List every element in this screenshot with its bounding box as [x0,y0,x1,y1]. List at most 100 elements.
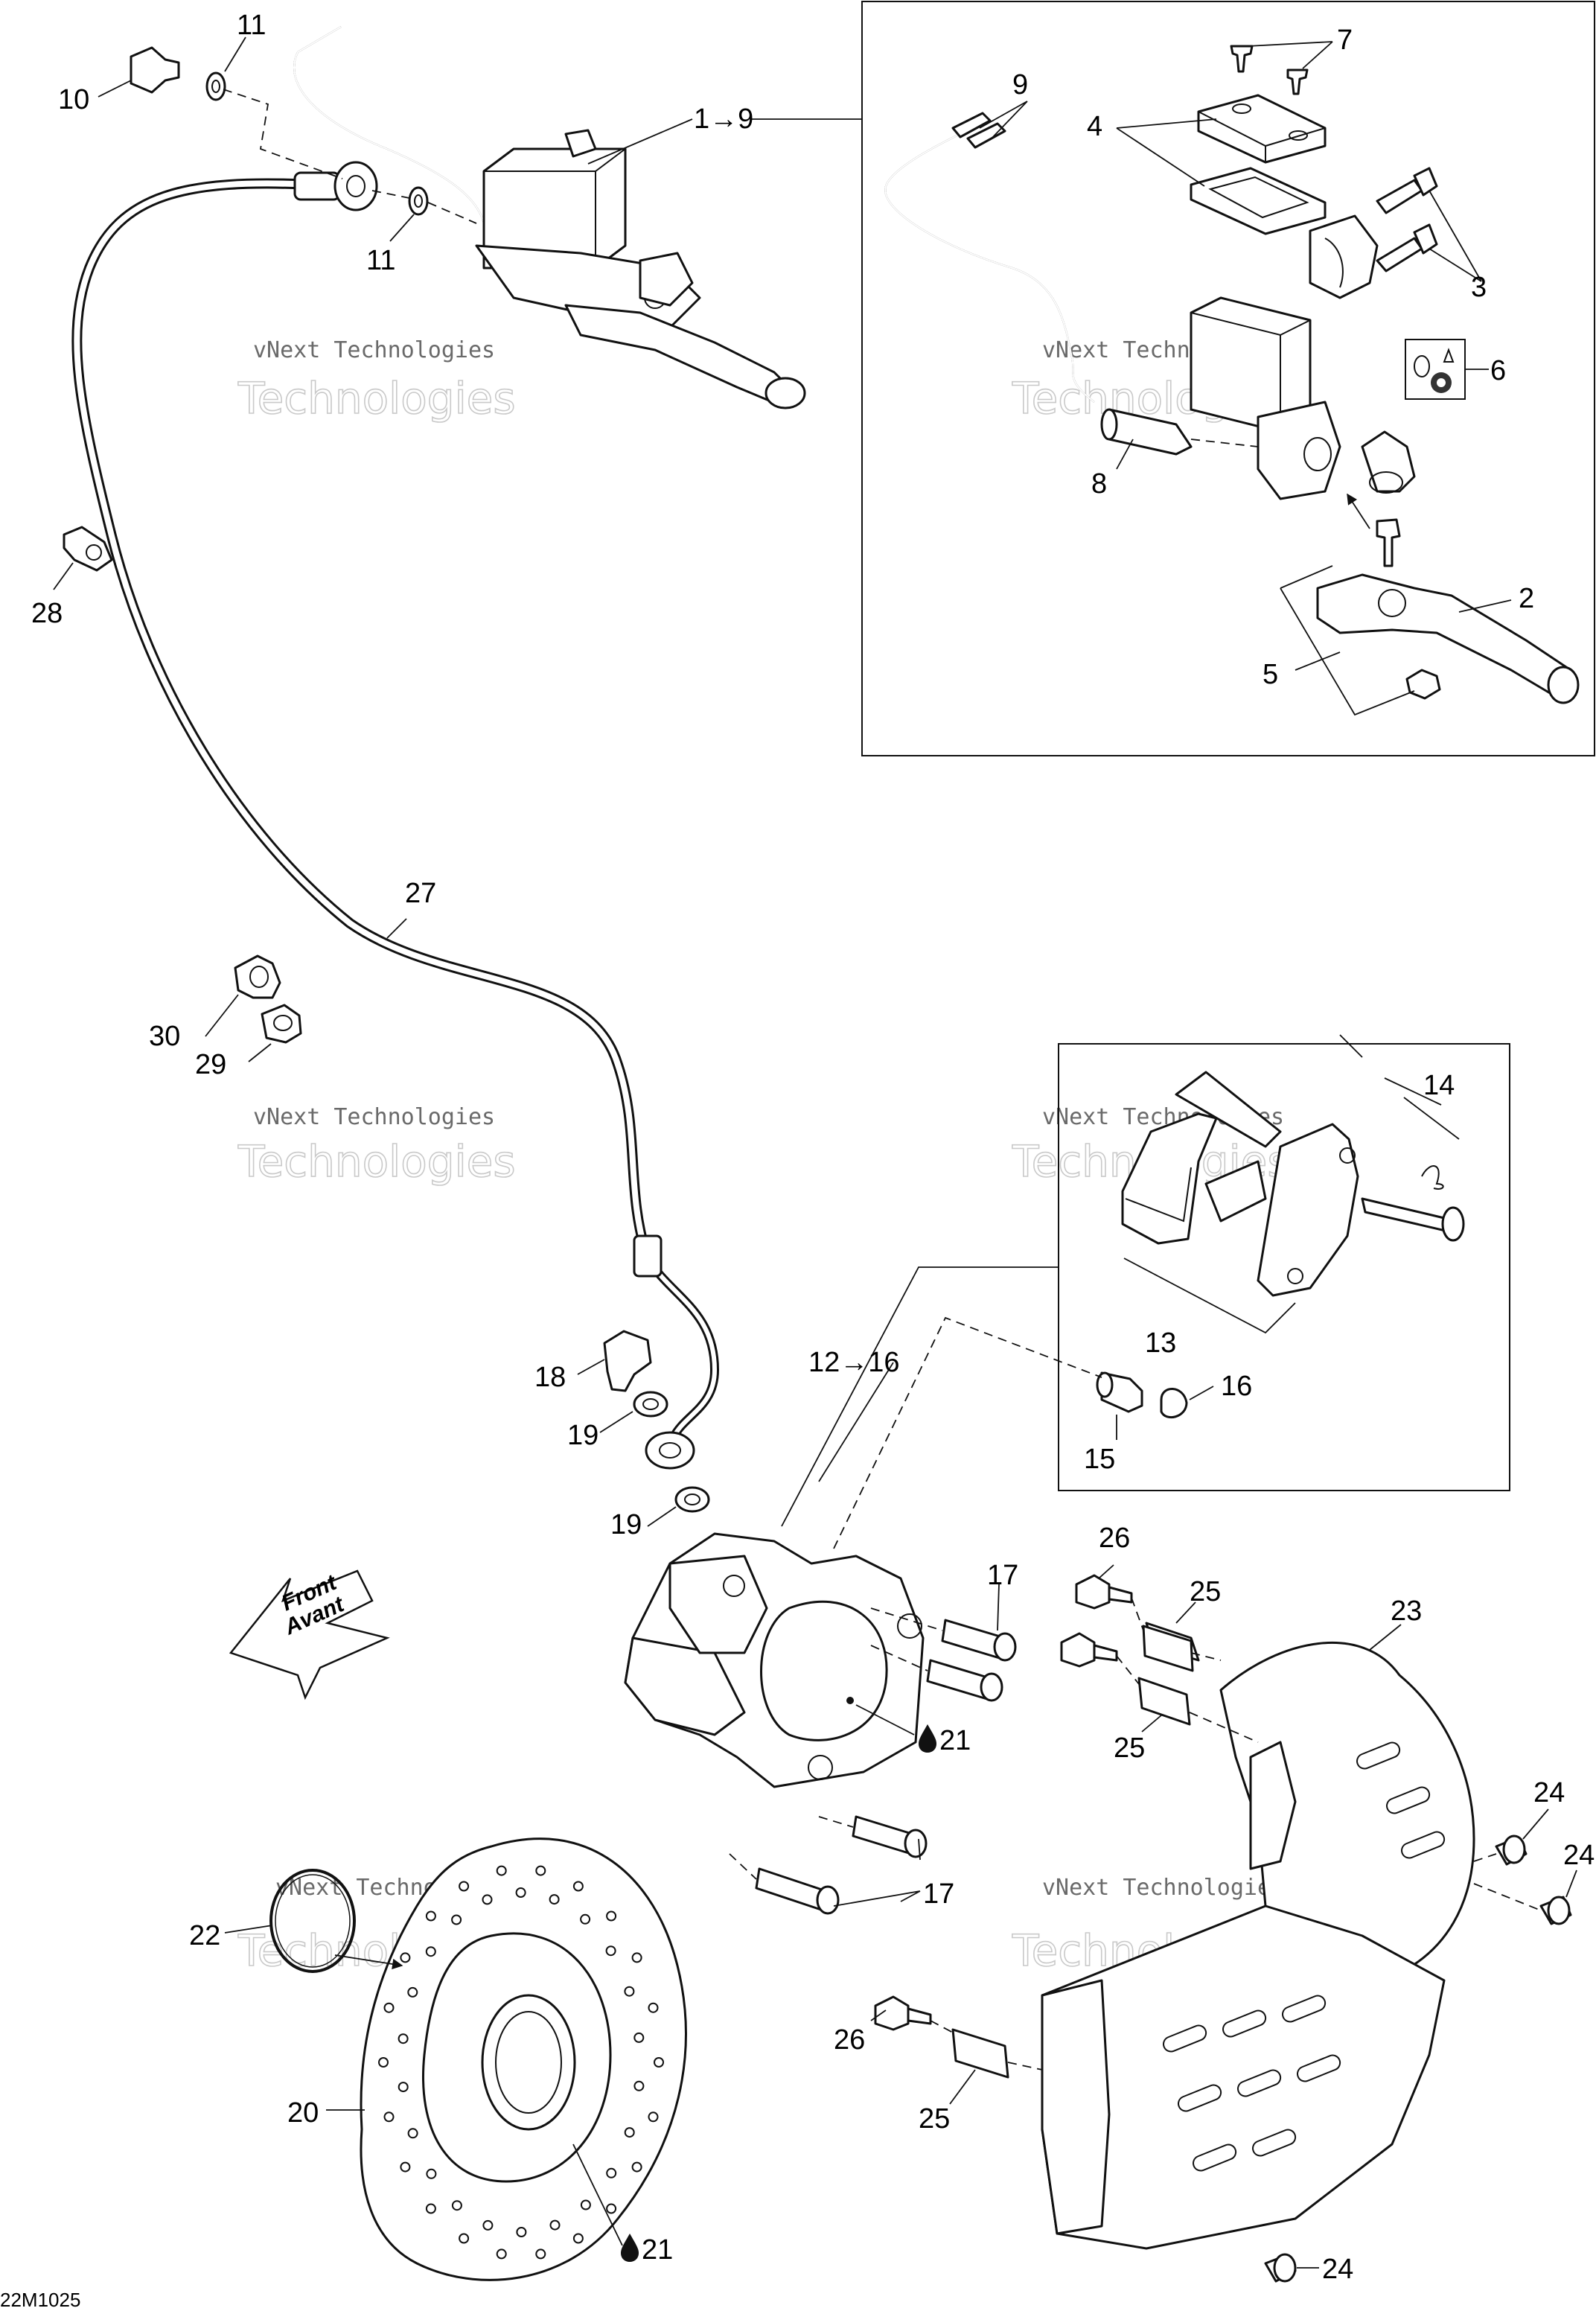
guard-bolt-26-top [1075,1574,1111,1610]
sealing-washer-lower-1-hole [642,1398,659,1410]
callout-24a: 24 [1533,1777,1565,1808]
disc-vent-hole [451,2200,462,2211]
front-arrow-shape [229,1569,390,1700]
guard-vent-slot [1237,2069,1282,2097]
cover-screw-hole-2 [1289,130,1308,141]
disc-guard-front-plate [1041,1979,1111,2235]
disc-vent-hole [383,2111,395,2123]
leader-14 [1384,1077,1442,1106]
callout-25b: 25 [1114,1733,1145,1764]
disc-vent-hole [535,1865,546,1876]
guard-vent-slot [1386,1786,1431,1814]
callout-23: 23 [1391,1596,1422,1627]
reservoir-diaphragm-inner [1208,176,1309,219]
guard-screw-24-a-head [1502,1835,1526,1864]
caliper-bolt-1-head [993,1632,1017,1662]
brake-disc-spline-inner [495,2011,562,2114]
fluid-drop-icon [919,1724,936,1753]
brake-caliper [624,1532,925,1788]
callout-18: 18 [534,1362,566,1393]
callout-15: 15 [1084,1444,1115,1475]
leader-19a [599,1411,633,1433]
brake-fluid-warning-label [1405,339,1466,400]
watermark-big-text: Technologies [237,1136,516,1187]
disc-vent-hole [459,1881,470,1892]
callout-30: 30 [149,1021,180,1052]
clamp-bolt-2-head [1413,223,1438,255]
disc-guard-upper [1219,1641,1475,1974]
guard-screw-24-b-head [1547,1896,1571,1925]
master-cylinder-exploded [884,45,1580,716]
caliper-bolt-2 [926,1659,992,1700]
detail-link-line [781,1266,1059,1527]
callout-25a: 25 [1190,1576,1221,1607]
leader-21b [572,2143,623,2246]
sealing-washer-lower-1 [633,1391,668,1418]
disc-vent-hole [624,2127,635,2138]
disc-vent-hole [624,1986,635,1997]
guard-bolt-26-top-shank [1108,1586,1133,1604]
bleeder-cap [1160,1388,1188,1419]
switch-axis [1190,439,1259,447]
bleeder-valve-tip [1096,1371,1114,1398]
disc-vent-hole [496,2248,507,2260]
leader-19b [647,1506,677,1527]
leader-11b [389,214,415,242]
sealing-washer-lower-2-hole [684,1494,700,1505]
callout-2: 2 [1519,583,1534,614]
banjo-fitting-lower-hole [659,1442,681,1459]
brake-lever [564,304,798,407]
callout-1to9: 1→9 [694,103,753,135]
disc-vent-hole [516,2227,527,2237]
disc-guard-slots [1163,1741,1446,2172]
brake-pad-left [1121,1112,1218,1245]
lever-bracket-lines [1280,565,1415,716]
master-cylinder-detail-box [861,1,1595,756]
disc-vent-hole [425,1910,436,1922]
leader-8 [1116,439,1134,470]
disc-vent-hole [426,2168,437,2179]
banjo-bolt [130,46,180,94]
pad-pin-clip [1421,1165,1444,1190]
disc-vent-hole [383,2002,395,2013]
callout-29: 29 [195,1049,226,1080]
callout-22: 22 [189,1920,220,1951]
grommet-29 [261,1004,302,1044]
disc-vent-hole [572,2233,584,2244]
watermark-big-text: Technologies [237,373,516,424]
disc-vent-hole [407,2128,418,2139]
disc-vent-hole [633,2032,645,2043]
leader-27 [386,918,407,939]
leader-26b [870,2009,887,2021]
leader-4 [1116,118,1217,187]
callout-4: 4 [1087,111,1102,142]
callout-6: 6 [1490,355,1506,386]
disc-vent-hole [633,2080,645,2091]
hose-clamp-30-hole [249,966,269,988]
brake-pad-right-hole-bottom [1287,1268,1303,1284]
disc-vent-hole [549,1894,560,1905]
leader-2-arrow [1347,493,1370,529]
lever-nut [1405,669,1441,700]
callout-24b: 24 [1563,1840,1595,1871]
disc-vent-hole [648,2111,659,2123]
master-cylinder-reservoir [482,147,627,270]
disc-vent-hole [482,2219,494,2231]
caliper-piston-face [760,1600,888,1741]
reservoir-cover-top [1198,111,1326,162]
guard-vent-slot [1222,2009,1267,2038]
watermark-small-text: vNext Technologies [253,1104,495,1130]
caliper-bolt-axis [729,1607,943,1880]
caliper-bolt-2-head [980,1672,1003,1702]
disc-vent-hole [515,1887,526,1898]
sealing-washer-mid-hole [414,194,423,208]
disc-vent-hole [398,2033,409,2044]
callout-5: 5 [1263,659,1278,690]
pad-spring [1204,1160,1267,1223]
disc-guard-bracket [1249,1741,1297,1870]
guard-spacer-25-top-body [1142,1625,1194,1672]
sealing-washer-top [205,71,226,101]
callout-14: 14 [1423,1070,1455,1101]
guard-vent-slot [1297,2054,1341,2082]
clamp-bolt-1-head [1413,167,1438,197]
